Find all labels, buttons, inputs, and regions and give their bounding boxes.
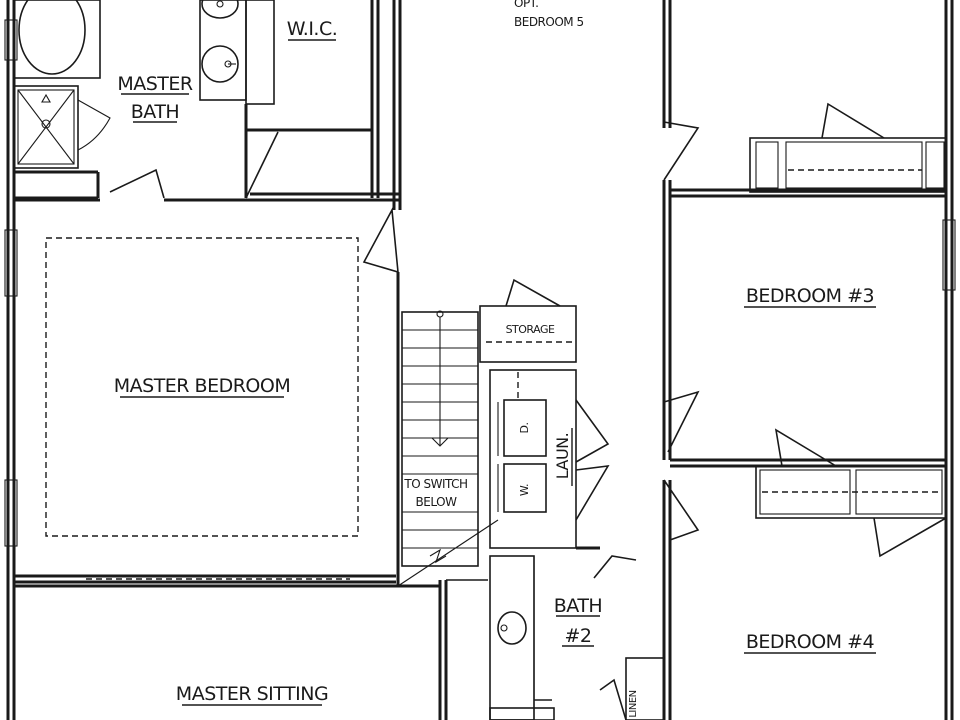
label-bedroom-3: BEDROOM #3 bbox=[746, 285, 874, 307]
closet-bed4 bbox=[755, 465, 947, 519]
label-laundry: LAUN. bbox=[553, 433, 572, 480]
label-storage: STORAGE bbox=[506, 323, 555, 336]
closet-bed3 bbox=[749, 137, 947, 193]
sink-icon bbox=[201, 45, 239, 83]
label-bath-2-2: #2 bbox=[564, 625, 591, 647]
vanity bbox=[199, 0, 247, 101]
washer bbox=[503, 463, 547, 513]
label-master-bath-1: MASTER bbox=[117, 73, 193, 95]
bedroom-4 bbox=[663, 428, 947, 558]
bathtub bbox=[18, 0, 86, 75]
label-master-bedroom: MASTER BEDROOM bbox=[114, 375, 290, 397]
label-linen: LINEN bbox=[628, 690, 639, 717]
master-bedroom bbox=[14, 237, 396, 584]
label-bath-2-1: BATH bbox=[554, 595, 602, 617]
storage-laundry bbox=[479, 278, 637, 579]
sink-icon bbox=[497, 611, 527, 645]
shower bbox=[13, 85, 79, 169]
label-to-switch: TO SWITCH bbox=[403, 477, 467, 491]
room-labels: MASTER BATH W.I.C. OPT. BEDROOM 5 BEDROO… bbox=[114, 0, 876, 718]
label-dryer: D. bbox=[518, 423, 531, 434]
linen-closet bbox=[625, 657, 665, 720]
label-wic: W.I.C. bbox=[287, 18, 338, 40]
bedroom-3 bbox=[663, 102, 947, 453]
label-bedroom-5: BEDROOM 5 bbox=[514, 15, 584, 29]
staircase bbox=[397, 310, 499, 720]
label-master-bath-2: BATH bbox=[131, 101, 179, 123]
arrow-down-icon bbox=[431, 437, 449, 447]
walk-in-closet bbox=[14, 0, 400, 202]
bed-outline bbox=[45, 237, 359, 537]
bath-2 bbox=[489, 555, 665, 720]
hall-walls bbox=[362, 0, 700, 720]
label-below: BELOW bbox=[416, 495, 458, 509]
label-bedroom-4: BEDROOM #4 bbox=[746, 631, 875, 653]
dryer bbox=[503, 399, 547, 457]
label-washer: W. bbox=[518, 484, 531, 496]
label-opt: OPT. bbox=[514, 0, 538, 10]
label-master-sitting: MASTER SITTING bbox=[176, 683, 328, 705]
master-bath bbox=[13, 0, 275, 200]
